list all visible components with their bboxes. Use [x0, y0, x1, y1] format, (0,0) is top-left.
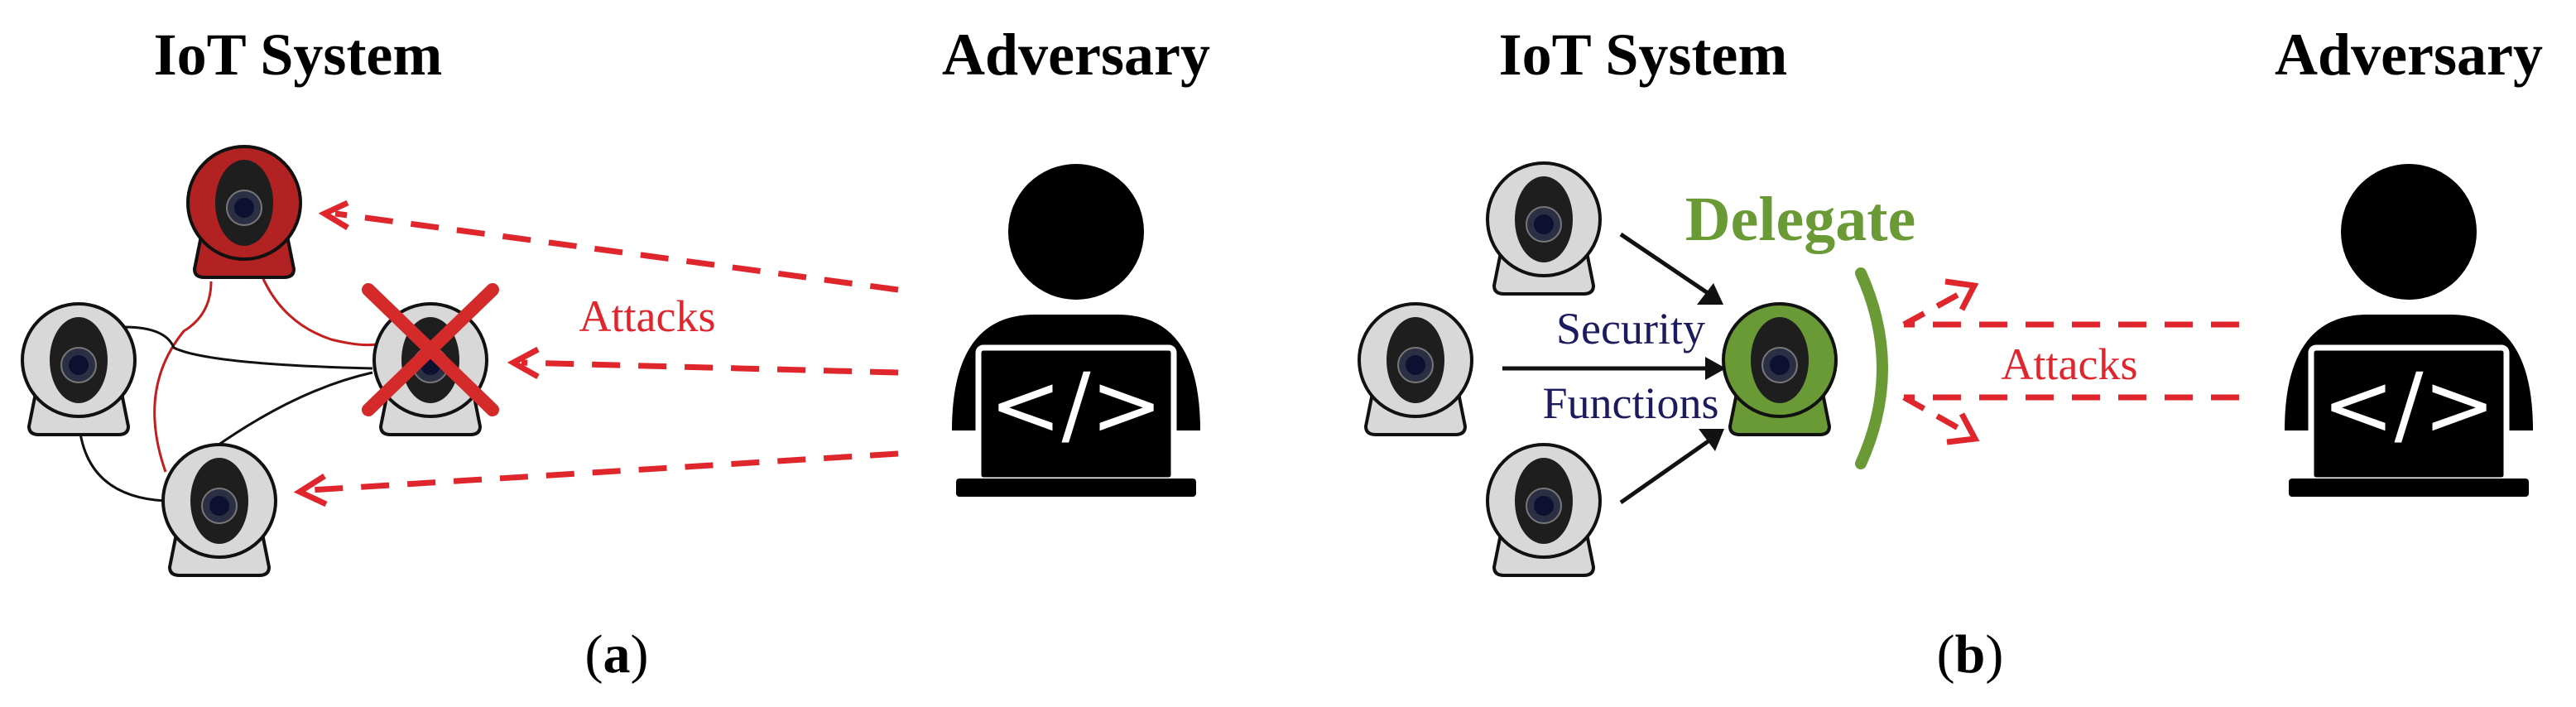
- delegate-camera-icon: [1722, 302, 1838, 436]
- panel-b-adversary-title: Adversary: [2275, 22, 2543, 88]
- shield-arc: [1855, 267, 1888, 469]
- security-function-arrows: [1502, 232, 1726, 505]
- panel-a-attacks-label: Attacks: [579, 291, 716, 341]
- camera-icon: [1486, 443, 1602, 577]
- panel-b-attack-arrows: [1902, 278, 2239, 445]
- security-label-line1: Security: [1556, 304, 1705, 354]
- delegate-label: Delegate: [1685, 185, 1916, 254]
- panel-a-caption: (a): [585, 624, 649, 685]
- laptop-code-glyph: </>: [989, 354, 1162, 455]
- panel-a-attack-arrows: [293, 200, 899, 507]
- panel-a-iot-title: IoT System: [154, 22, 443, 88]
- laptop-code-glyph: </>: [2322, 354, 2495, 455]
- camera-icon: [1358, 302, 1473, 436]
- panel-a: IoT System Adversary Attacks: [21, 22, 1210, 685]
- panel-b-caption: (b): [1937, 624, 2004, 685]
- security-label-line2: Functions: [1542, 378, 1718, 428]
- disabled-cross-icon: [362, 283, 499, 416]
- panel-b-attacks-label: Attacks: [2002, 339, 2138, 389]
- camera-icon: [161, 443, 277, 577]
- panel-b-iot-title: IoT System: [1499, 22, 1788, 88]
- panel-b: IoT System Adversary Security Functions …: [1358, 22, 2543, 685]
- camera-icon: [1486, 161, 1602, 296]
- disabled-camera-icon: [372, 302, 488, 436]
- compromised-camera-icon: [186, 145, 302, 279]
- panel-a-adversary-title: Adversary: [942, 22, 1210, 88]
- camera-icon: [21, 302, 137, 436]
